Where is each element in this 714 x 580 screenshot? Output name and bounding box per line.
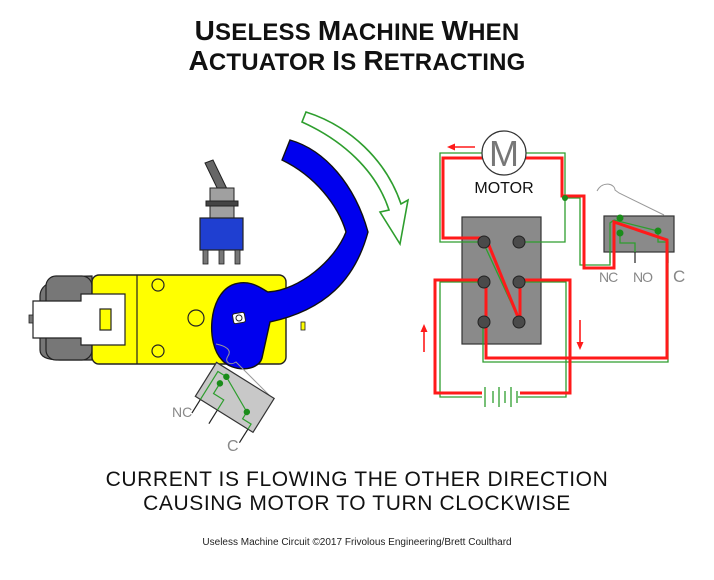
arm-shaft-hole (235, 314, 243, 322)
terminal (512, 235, 526, 249)
terminal (477, 235, 491, 249)
screw-hole (187, 309, 205, 327)
caption-line-1: CURRENT IS FLOWING THE OTHER DIRECTION (105, 468, 609, 491)
current-trace (433, 156, 669, 395)
label-c-mechanism: C (227, 438, 239, 455)
terminal (477, 315, 491, 329)
label-no: NO (633, 269, 653, 285)
motor-clip (32, 293, 126, 346)
limit-switch-body (194, 361, 276, 434)
arm-tab (300, 321, 306, 331)
label-nc: NC (599, 269, 618, 285)
motor-clip-tab (28, 314, 34, 324)
wire (439, 152, 566, 243)
title-word: MACHINE (317, 15, 442, 46)
toggle-pin (202, 249, 209, 265)
current-arrow-left-icon (447, 143, 475, 151)
battery (484, 387, 518, 407)
title-line-2: ACTUATOR IS RETRACTING (0, 46, 714, 77)
actuator-arm (210, 139, 369, 370)
clip-window (99, 308, 112, 331)
toggle-switch[interactable] (199, 159, 244, 265)
caption-line-2: CAUSING MOTOR TO TURN CLOCKWISE (143, 492, 571, 515)
contact-dot (616, 214, 624, 222)
circuit-schematic: M MOTOR NC NO C (420, 130, 685, 407)
limit-switch-pin-c (238, 428, 249, 444)
limit-switch-lever (596, 183, 665, 216)
toggle-nut (205, 200, 239, 207)
wire (518, 281, 567, 398)
current-arrow-down-icon (576, 320, 584, 350)
screw-hole (151, 344, 165, 358)
title-word: IS (332, 45, 364, 76)
junction-dot (562, 195, 568, 201)
limit-switch-lever (215, 343, 271, 397)
dpdt-terminals (477, 235, 526, 329)
arm-shaft (232, 311, 246, 325)
wire (439, 281, 483, 398)
mechanism: NC C (28, 111, 410, 455)
terminal (512, 275, 526, 289)
wire (565, 197, 615, 266)
toggle-pin (234, 249, 241, 265)
contact-dot (616, 229, 624, 237)
wire (619, 233, 636, 252)
limit-switch-pin-no (208, 409, 218, 424)
toggle-pin (218, 249, 225, 265)
toggle-body (199, 217, 244, 251)
motor-symbol-letter: M (489, 133, 519, 174)
contact-dot (216, 380, 224, 387)
terminal (512, 315, 526, 329)
title-line-1: USELESS MACHINE WHEN (0, 16, 714, 47)
wire (613, 219, 659, 232)
current-path (433, 156, 669, 395)
limit-switch-contact-wire (225, 376, 252, 430)
motor-label: MOTOR (474, 180, 533, 197)
motor-symbol (481, 130, 527, 176)
limit-switch-pin-nc (191, 399, 201, 414)
current-arrow-up-icon (420, 324, 428, 352)
title-word: ACTUATOR (188, 45, 333, 76)
title-word: RETRACTING (363, 45, 526, 76)
screw-hole (151, 278, 165, 292)
limit-switch-contact-wire (212, 383, 225, 411)
credit-line: Useless Machine Circuit ©2017 Frivolous … (202, 537, 512, 548)
title-word: USELESS (194, 15, 318, 46)
terminal (477, 275, 491, 289)
limit-switch-tilted (191, 361, 276, 444)
label-nc-mechanism: NC (172, 404, 192, 420)
contact-dot (223, 373, 230, 381)
title-word: WHEN (441, 15, 520, 46)
rotation-arrow-icon (300, 111, 410, 247)
limit-switch-contact-wire (199, 370, 227, 400)
contact-dot (654, 227, 662, 235)
label-c: C (673, 267, 685, 286)
contact-dot (243, 408, 251, 416)
